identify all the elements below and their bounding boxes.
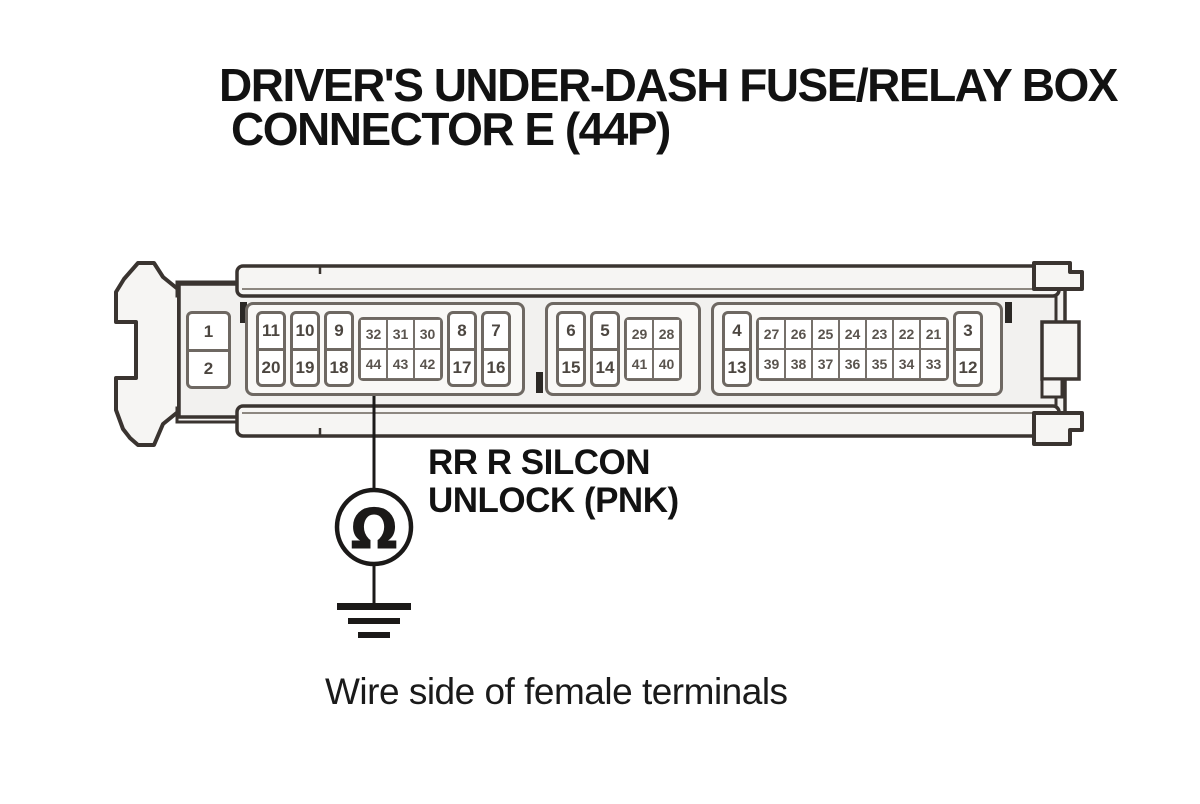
pin-1: 1 — [189, 314, 228, 352]
wire-label-line2: UNLOCK (PNK) — [428, 481, 679, 520]
pin-27: 27 — [758, 319, 785, 349]
pin-5: 5 — [593, 314, 617, 351]
bottom-rail — [235, 404, 1061, 438]
pin-grid-a-narrow: 32 31 30 44 43 42 — [358, 317, 443, 381]
pin-19: 19 — [295, 357, 315, 377]
pin-box-b: 6 15 5 14 29 28 41 40 — [545, 302, 701, 396]
top-rail — [235, 264, 1061, 298]
pin-37: 37 — [812, 349, 839, 379]
pin-column-8-17: 8 17 — [447, 311, 477, 387]
pin-grid-c-narrow: 27 26 25 24 23 22 21 39 38 37 36 35 34 3… — [756, 317, 949, 381]
left-wing-shape — [114, 261, 181, 447]
pin-25: 25 — [812, 319, 839, 349]
pin-43: 43 — [387, 349, 414, 379]
pin-31: 31 — [387, 319, 414, 349]
pin-column-9-18: 9 18 — [324, 311, 354, 387]
ground-bar-3 — [358, 632, 390, 638]
pin-column-3-12: 3 12 — [953, 311, 983, 387]
right-latch — [1040, 320, 1081, 381]
pin-12: 12 — [958, 357, 978, 377]
pin-38: 38 — [785, 349, 812, 379]
pin-44: 44 — [360, 349, 387, 379]
pin-column-10-19: 10 19 — [290, 311, 320, 387]
diagram-caption: Wire side of female terminals — [325, 671, 788, 712]
pin-18: 18 — [329, 357, 349, 377]
pin-column-4-13: 4 13 — [722, 311, 752, 387]
pin-3: 3 — [956, 314, 980, 351]
pin-7: 7 — [484, 314, 508, 351]
right-tab-top — [1032, 261, 1084, 291]
pin-box-c: 4 13 27 26 25 24 23 22 21 39 38 37 36 35… — [711, 302, 1003, 396]
pin-13: 13 — [727, 357, 747, 377]
pin-4: 4 — [725, 314, 749, 351]
ground-bar-2 — [348, 618, 400, 624]
keying-mark-boxB — [536, 372, 543, 393]
pin-32: 32 — [360, 319, 387, 349]
pin-30: 30 — [414, 319, 441, 349]
pin-17: 17 — [452, 357, 472, 377]
pin-6: 6 — [559, 314, 583, 351]
keying-mark-boxA — [240, 302, 247, 323]
pin-39: 39 — [758, 349, 785, 379]
pin-33: 33 — [920, 349, 947, 379]
pin-20: 20 — [261, 357, 281, 377]
pin-block-1-2: 1 2 — [186, 311, 231, 389]
pin-2: 2 — [203, 359, 214, 379]
keying-mark-boxC — [1005, 302, 1012, 323]
pin-grid-b-narrow: 29 28 41 40 — [624, 317, 682, 381]
pin-42: 42 — [414, 349, 441, 379]
pin-29: 29 — [626, 319, 653, 349]
pin-14: 14 — [595, 357, 615, 377]
pin-22: 22 — [893, 319, 920, 349]
right-latch-step — [1040, 377, 1064, 399]
pin-21: 21 — [920, 319, 947, 349]
pin-26: 26 — [785, 319, 812, 349]
pin-column-5-14: 5 14 — [590, 311, 620, 387]
pin-column-11-20: 11 20 — [256, 311, 286, 387]
pin-40: 40 — [653, 349, 680, 379]
ohm-symbol: Ω — [350, 498, 398, 563]
page-title-line2: CONNECTOR E (44P) — [231, 103, 671, 155]
pin-box-a: 11 20 10 19 9 18 32 31 30 44 43 42 8 17 … — [245, 302, 525, 396]
pin-column-6-15: 6 15 — [556, 311, 586, 387]
pin-8: 8 — [450, 314, 474, 351]
pin-16: 16 — [486, 357, 506, 377]
pin-23: 23 — [866, 319, 893, 349]
pin-9: 9 — [327, 314, 351, 351]
pin-10: 10 — [293, 314, 317, 351]
ground-bar-1 — [337, 603, 411, 610]
pin-34: 34 — [893, 349, 920, 379]
pin-24: 24 — [839, 319, 866, 349]
page-title-line1: DRIVER'S UNDER-DASH FUSE/RELAY BOX — [219, 59, 1118, 111]
wire-label-line1: RR R SILCON — [428, 443, 651, 482]
pin-35: 35 — [866, 349, 893, 379]
pin-28: 28 — [653, 319, 680, 349]
pin-36: 36 — [839, 349, 866, 379]
pin-41: 41 — [626, 349, 653, 379]
right-tab-bottom — [1032, 411, 1084, 446]
pin-11: 11 — [259, 314, 283, 351]
pin-column-7-16: 7 16 — [481, 311, 511, 387]
pin-15: 15 — [561, 357, 581, 377]
